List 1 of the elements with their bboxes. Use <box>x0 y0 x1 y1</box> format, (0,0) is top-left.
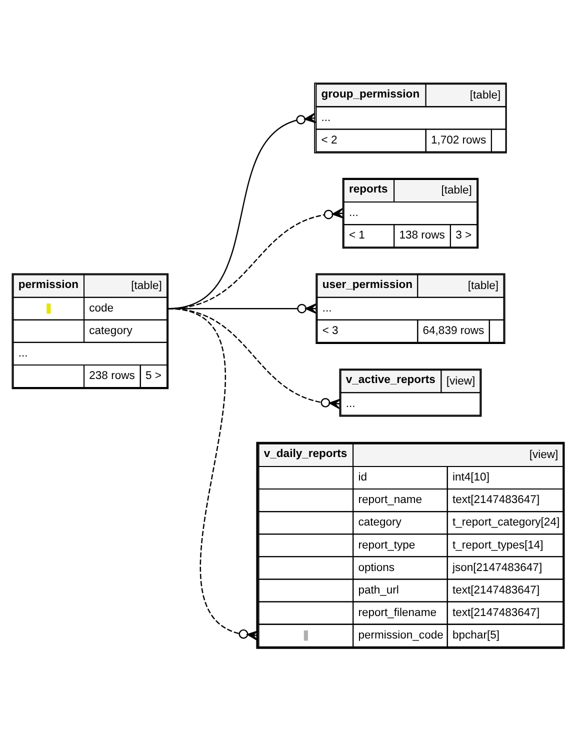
connector <box>168 308 259 641</box>
